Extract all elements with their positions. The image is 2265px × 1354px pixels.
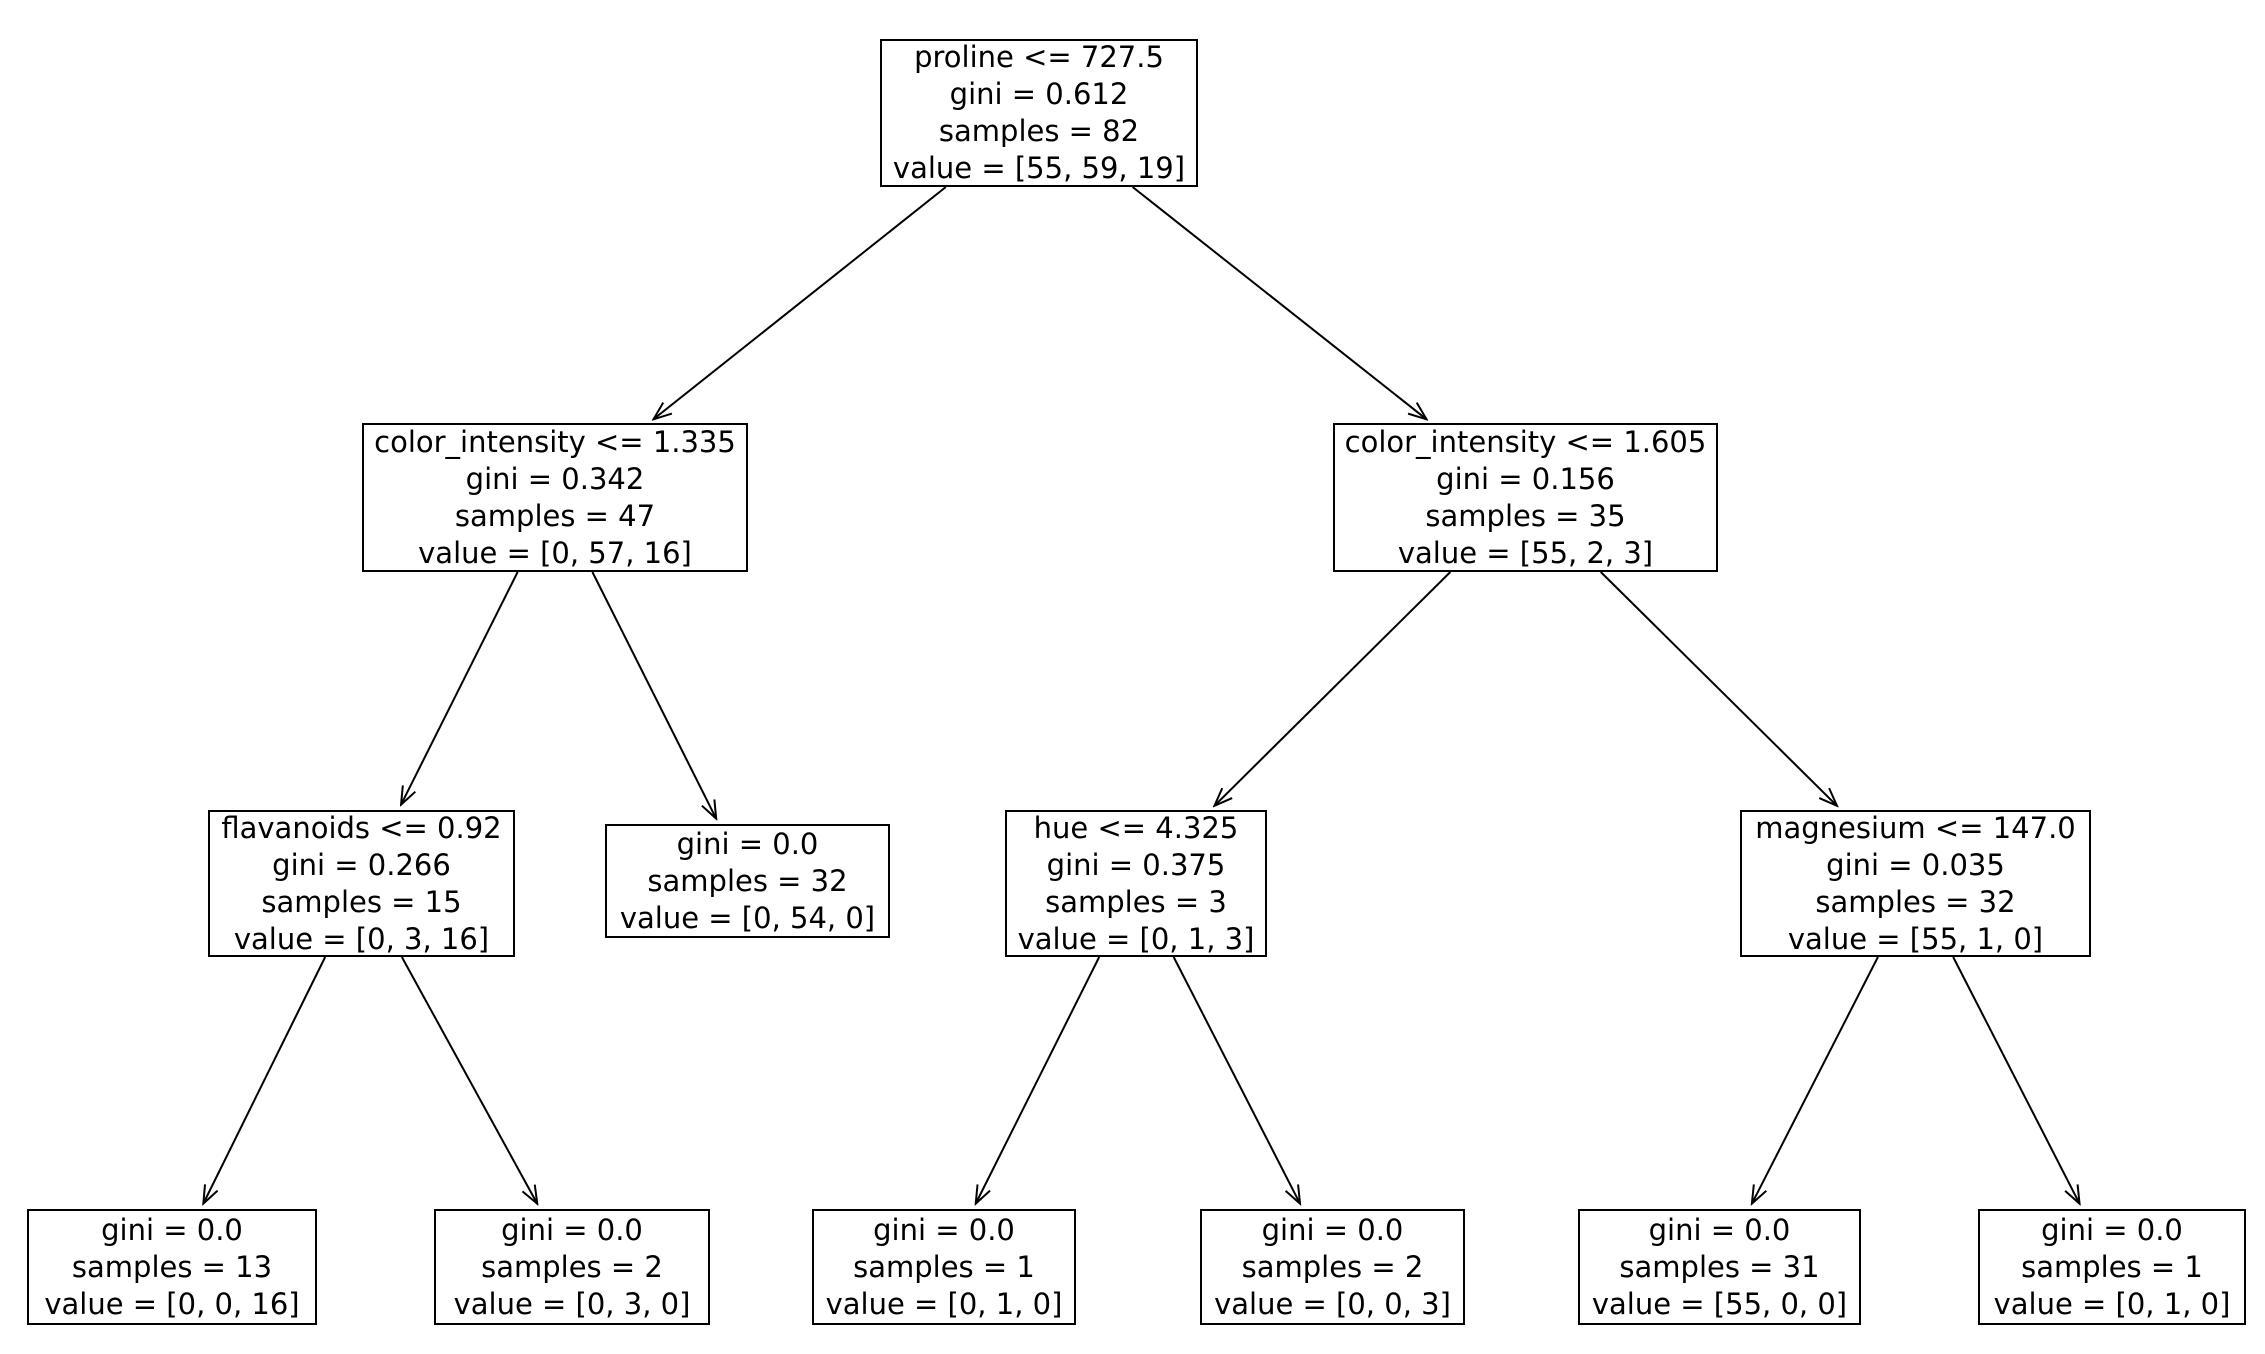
node-samples: samples = 3 [1045, 884, 1227, 919]
node-gini: gini = 0.612 [949, 77, 1129, 111]
node-value: value = [0, 57, 16] [418, 535, 692, 570]
node-value: value = [0, 0, 3] [1214, 1286, 1451, 1321]
node-gini: gini = 0.0 [676, 826, 819, 861]
tree-edge [591, 571, 716, 819]
node-split-condition: color_intensity <= 1.605 [1344, 424, 1707, 459]
tree-edge [1600, 571, 1837, 806]
node-value: value = [0, 1, 0] [825, 1286, 1063, 1321]
node-samples: samples = 32 [647, 863, 848, 898]
node-samples: samples = 2 [481, 1249, 663, 1284]
node-split-condition: flavanoids <= 0.92 [221, 810, 502, 845]
node-split-condition: hue <= 4.325 [1033, 810, 1239, 845]
node-samples: samples = 2 [1241, 1249, 1424, 1284]
node-value: value = [55, 2, 3] [1397, 535, 1654, 570]
node-samples: samples = 82 [938, 114, 1140, 148]
tree-leaf-left-right: gini = 0.0 samples = 32 value = [0, 54, … [605, 824, 890, 938]
node-samples: samples = 1 [2021, 1249, 2203, 1284]
node-split-condition: color_intensity <= 1.335 [374, 424, 736, 459]
tree-node-right: color_intensity <= 1.605 gini = 0.156 sa… [1333, 423, 1718, 572]
node-value: value = [55, 0, 0] [1591, 1286, 1848, 1321]
node-value: value = [0, 54, 0] [619, 900, 876, 935]
tree-node-left-left: flavanoids <= 0.92 gini = 0.266 samples … [208, 810, 515, 957]
node-gini: gini = 0.0 [1648, 1212, 1791, 1247]
node-gini: gini = 0.266 [272, 847, 451, 882]
tree-leaf-6: gini = 0.0 samples = 1 value = [0, 1, 0] [1978, 1209, 2246, 1325]
tree-edge [1214, 571, 1452, 806]
tree-node-right-left: hue <= 4.325 gini = 0.375 samples = 3 va… [1005, 810, 1267, 957]
node-gini: gini = 0.0 [101, 1212, 243, 1247]
node-gini: gini = 0.0 [2041, 1212, 2183, 1247]
tree-node-right-right: magnesium <= 147.0 gini = 0.035 samples … [1740, 810, 2091, 957]
tree-leaf-3: gini = 0.0 samples = 1 value = [0, 1, 0] [812, 1209, 1076, 1325]
tree-edge [976, 956, 1101, 1204]
tree-edge [401, 571, 519, 805]
tree-leaf-2: gini = 0.0 samples = 2 value = [0, 3, 0] [434, 1209, 710, 1325]
tree-leaf-1: gini = 0.0 samples = 13 value = [0, 0, 1… [27, 1209, 317, 1325]
tree-node-root: proline <= 727.5 gini = 0.612 samples = … [880, 39, 1198, 187]
tree-edge [1132, 186, 1427, 419]
node-samples: samples = 31 [1619, 1249, 1820, 1284]
tree-node-left: color_intensity <= 1.335 gini = 0.342 sa… [362, 423, 748, 572]
tree-edge [653, 186, 947, 419]
tree-edge [1952, 956, 2079, 1204]
node-samples: samples = 47 [454, 498, 656, 533]
node-value: value = [0, 3, 16] [233, 921, 490, 956]
tree-edge [1752, 956, 1879, 1204]
node-gini: gini = 0.342 [465, 461, 645, 496]
node-samples: samples = 32 [1815, 884, 2016, 919]
node-value: value = [0, 0, 16] [44, 1286, 300, 1321]
node-split-condition: proline <= 727.5 [914, 40, 1164, 74]
node-gini: gini = 0.156 [1436, 461, 1615, 496]
node-samples: samples = 13 [71, 1249, 273, 1284]
node-value: value = [0, 1, 3] [1017, 921, 1255, 956]
node-value: value = [55, 1, 0] [1787, 921, 2044, 956]
tree-edge [203, 956, 327, 1204]
node-value: value = [0, 1, 0] [1993, 1286, 2231, 1321]
node-gini: gini = 0.0 [1261, 1212, 1404, 1247]
node-value: value = [0, 3, 0] [453, 1286, 691, 1321]
node-split-condition: magnesium <= 147.0 [1755, 810, 2076, 845]
node-samples: samples = 15 [261, 884, 462, 919]
node-value: value = [55, 59, 19] [892, 151, 1186, 185]
node-gini: gini = 0.0 [501, 1212, 643, 1247]
node-samples: samples = 35 [1425, 498, 1626, 533]
node-gini: gini = 0.0 [873, 1212, 1015, 1247]
tree-edge [1172, 956, 1300, 1204]
node-samples: samples = 1 [853, 1249, 1035, 1284]
node-gini: gini = 0.035 [1826, 847, 2005, 882]
tree-leaf-4: gini = 0.0 samples = 2 value = [0, 0, 3] [1200, 1209, 1465, 1325]
node-gini: gini = 0.375 [1046, 847, 1226, 882]
tree-leaf-5: gini = 0.0 samples = 31 value = [55, 0, … [1578, 1209, 1861, 1325]
tree-edge [400, 956, 537, 1204]
